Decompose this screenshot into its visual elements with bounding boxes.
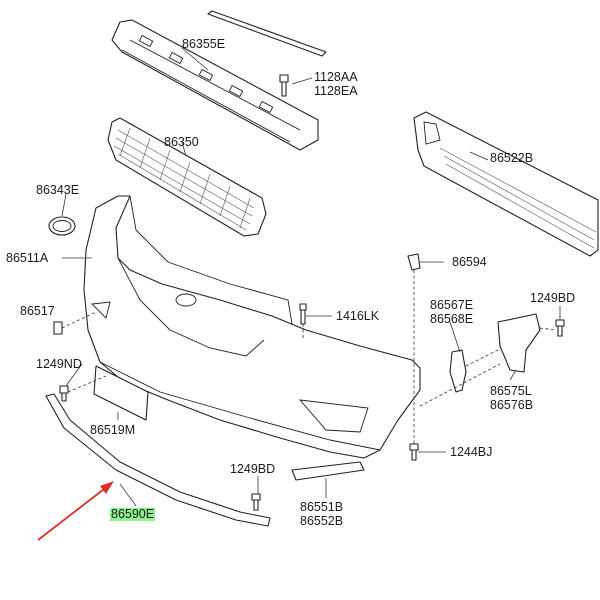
label-86519M: 86519M <box>90 423 136 437</box>
side-bracket-left <box>449 349 467 393</box>
label-86576B: 86576B <box>490 398 534 412</box>
bumper-cover <box>83 195 421 459</box>
label-86552B: 86552B <box>300 514 344 528</box>
label-1249BD-right: 1249BD <box>530 291 576 305</box>
label-1249ND: 1249ND <box>36 357 82 371</box>
label-1128AA: 1128AA <box>314 70 358 84</box>
label-86517: 86517 <box>20 304 55 318</box>
bolt-1244BJ <box>409 443 419 461</box>
label-86575L: 86575L <box>490 384 532 398</box>
label-86343E: 86343E <box>36 183 80 197</box>
label-1249BD-bottom: 1249BD <box>230 462 276 476</box>
screw-1416LK <box>299 303 307 325</box>
label-86590E-highlighted: 86590E <box>110 507 156 521</box>
upper-seal-strip <box>207 10 327 57</box>
label-86350: 86350 <box>164 135 199 149</box>
label-86551B: 86551B <box>300 500 344 514</box>
label-86567E: 86567E <box>430 298 474 312</box>
label-86594: 86594 <box>452 255 487 269</box>
lower-grille-right <box>413 111 599 257</box>
radiator-grille <box>107 117 267 237</box>
emblem <box>48 216 76 236</box>
dashed-guides <box>61 270 557 444</box>
label-86568E: 86568E <box>430 312 474 326</box>
lower-bracket <box>291 461 365 481</box>
bolt-1249BD-right <box>555 319 565 337</box>
lower-lip-spoiler <box>45 393 271 527</box>
label-1244BJ: 1244BJ <box>450 445 493 459</box>
license-plate-bracket <box>93 365 149 421</box>
label-1128EA: 1128EA <box>314 84 358 98</box>
screw-1249ND <box>59 385 69 402</box>
clip-86517 <box>53 321 63 335</box>
upper-grille-bracket <box>111 19 319 151</box>
bolt-1128 <box>279 74 289 97</box>
clip-86594 <box>407 253 421 271</box>
bolt-1249BD-bottom <box>251 493 261 511</box>
label-86355E: 86355E <box>182 37 226 51</box>
label-86511A: 86511A <box>6 251 49 265</box>
side-bracket-right <box>497 313 541 373</box>
label-1416LK: 1416LK <box>336 309 380 323</box>
leader-lines <box>61 47 561 507</box>
pointer-arrow <box>37 481 114 541</box>
label-86522B: 86522B <box>490 151 534 165</box>
